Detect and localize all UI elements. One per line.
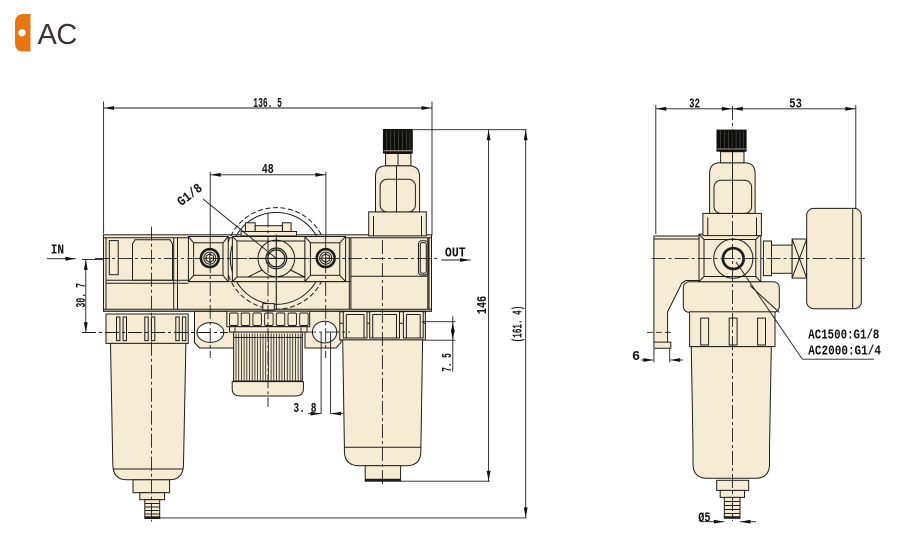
svg-text:136. 5: 136. 5 bbox=[253, 97, 282, 112]
svg-text:3. 8: 3. 8 bbox=[293, 402, 316, 417]
svg-text:G1/8: G1/8 bbox=[175, 182, 206, 211]
svg-text:48: 48 bbox=[262, 163, 274, 178]
svg-text:Ø5: Ø5 bbox=[698, 512, 710, 527]
svg-text:AC2000:G1/4: AC2000:G1/4 bbox=[808, 345, 881, 360]
svg-text:7. 5: 7. 5 bbox=[441, 353, 456, 371]
svg-text:(161. 4): (161. 4) bbox=[511, 306, 526, 343]
svg-text:146: 146 bbox=[476, 296, 491, 314]
svg-text:30. 7: 30. 7 bbox=[75, 283, 90, 308]
svg-text:6: 6 bbox=[632, 350, 640, 365]
svg-text:OUT: OUT bbox=[445, 247, 466, 262]
svg-text:AC: AC bbox=[38, 19, 77, 51]
svg-text:IN: IN bbox=[51, 243, 64, 258]
svg-text:AC1500:G1/8: AC1500:G1/8 bbox=[808, 329, 879, 344]
svg-text:53: 53 bbox=[789, 97, 802, 112]
svg-text:32: 32 bbox=[689, 97, 700, 112]
